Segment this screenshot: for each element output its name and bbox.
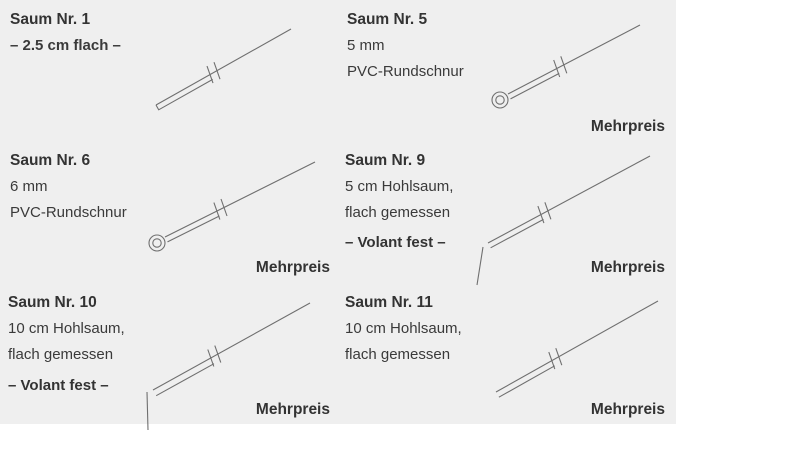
- saum-1-hem-drawing: [155, 28, 292, 111]
- saum-11-desc-line: flach gemessen: [345, 346, 451, 363]
- saum-11-title: Saum Nr. 11: [345, 294, 433, 311]
- saum-10-desc-line: 10 cm Hohlsaum,: [8, 320, 125, 337]
- volant-edge-line: [146, 391, 149, 431]
- saum-1-title: Saum Nr. 1: [10, 11, 91, 28]
- saum-5-mehrpreis-label: Mehrpreis: [590, 118, 665, 135]
- saum-6-title: Saum Nr. 6: [10, 152, 91, 169]
- saum-11-text-block: Saum Nr. 11 10 cm Hohlsaum, flach gemess…: [345, 290, 462, 368]
- saum-11-mehrpreis-label: Mehrpreis: [590, 401, 665, 418]
- pvc-cord-ring-icon: [148, 234, 166, 252]
- saum-9-title: Saum Nr. 9: [345, 152, 426, 169]
- saum-5-title: Saum Nr. 5: [347, 11, 428, 28]
- saum-11-desc-line: 10 cm Hohlsaum,: [345, 320, 462, 337]
- saum-6-desc-line: PVC-Rundschnur: [10, 204, 127, 221]
- gray-panel-background: [0, 0, 676, 424]
- saum-9-desc-line: 5 cm Hohlsaum,: [345, 178, 454, 195]
- saum-6-text-block: Saum Nr. 6 6 mm PVC-Rundschnur: [10, 148, 127, 226]
- saum-10-text-block: Saum Nr. 10 10 cm Hohlsaum, flach gemess…: [8, 290, 125, 368]
- pvc-cord-ring-icon: [491, 91, 509, 109]
- saum-9-text-block: Saum Nr. 9 5 cm Hohlsaum, flach gemessen: [345, 148, 453, 226]
- saum-10-title: Saum Nr. 10: [8, 294, 97, 311]
- saum-5-desc-line: 5 mm: [347, 37, 385, 54]
- saum-9-mehrpreis-label: Mehrpreis: [590, 259, 665, 276]
- saum-6-hem-drawing-pvc-cord: [148, 161, 316, 252]
- saum-9-volant-label: – Volant fest –: [345, 234, 446, 251]
- saum-9-desc-line: flach gemessen: [345, 204, 451, 221]
- saum-6-desc-line: 6 mm: [10, 178, 48, 195]
- saum-10-volant-label: – Volant fest –: [8, 377, 109, 394]
- saum-10-desc-line: flach gemessen: [8, 346, 114, 363]
- saum-1-text-block: Saum Nr. 1 – 2.5 cm flach –: [10, 7, 121, 59]
- saum-6-mehrpreis-label: Mehrpreis: [255, 259, 330, 276]
- saum-10-hem-drawing-volant: [146, 302, 311, 431]
- saum-1-desc-line: – 2.5 cm flach –: [10, 37, 121, 54]
- saum-10-mehrpreis-label: Mehrpreis: [255, 401, 330, 418]
- volant-edge-line: [476, 246, 484, 286]
- saum-11-hem-drawing: [495, 300, 659, 398]
- saum-5-text-block: Saum Nr. 5 5 mm PVC-Rundschnur: [347, 7, 464, 85]
- saum-5-desc-line: PVC-Rundschnur: [347, 63, 464, 80]
- saum-5-hem-drawing-pvc-cord: [491, 24, 641, 109]
- saum-9-hem-drawing-volant: [476, 155, 651, 286]
